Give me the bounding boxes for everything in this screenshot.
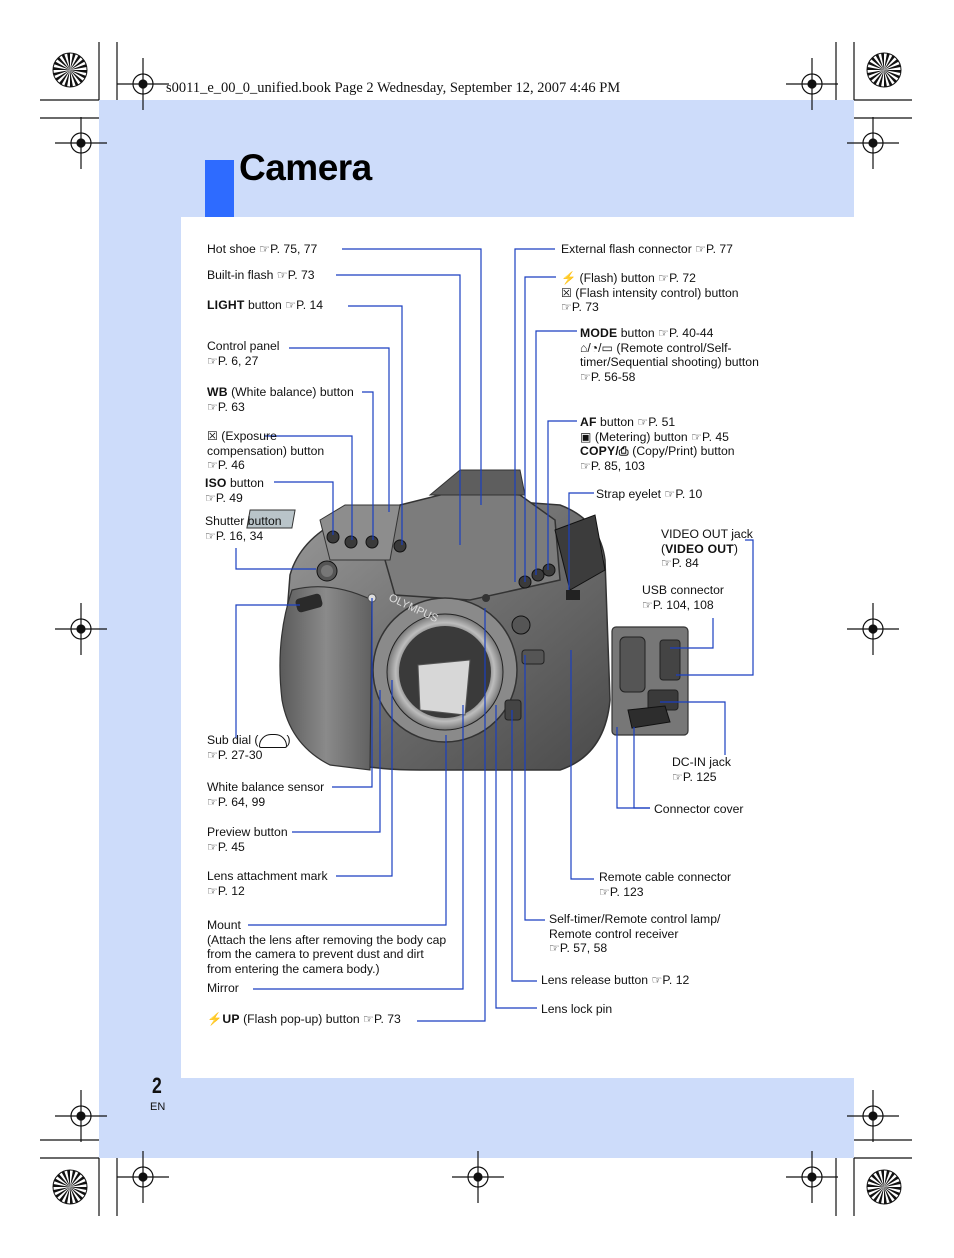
label-ext-flash: External flash connector ☞P. 77 — [561, 242, 733, 256]
bottom-band — [99, 1078, 854, 1158]
label-af-button: AF button ☞P. 51▣ (Metering) button ☞P. … — [580, 415, 735, 473]
label-lens-lock-pin: Lens lock pin — [541, 1002, 613, 1016]
title-accent-bar — [205, 160, 234, 217]
label-light-button: LIGHT button ☞P. 14 — [207, 298, 324, 312]
label-flash-button: ⚡ (Flash) button ☞P. 72☒ (Flash intensit… — [561, 271, 739, 315]
label-remote-cable: Remote cable connector☞P. 123 — [599, 870, 732, 899]
label-usb-connector: USB connector☞P. 104, 108 — [642, 583, 724, 612]
label-wb-button: WB (White balance) button☞P. 63 — [207, 385, 354, 414]
starburst-mark — [52, 1169, 88, 1205]
label-connector-cover: Connector cover — [654, 802, 744, 816]
language-code: EN — [150, 1101, 166, 1113]
label-mode-button: MODE button ☞P. 40-44⌂/◔/▭ (Remote contr… — [580, 326, 759, 384]
running-head: s0011_e_00_0_unified.book Page 2 Wednesd… — [166, 80, 621, 96]
label-self-timer-lamp: Self-timer/Remote control lamp/Remote co… — [549, 912, 721, 956]
label-preview-button: Preview button☞P. 45 — [207, 825, 288, 854]
label-flash-up-button: ⚡UP (Flash pop-up) button ☞P. 73 — [207, 1012, 401, 1026]
left-band — [99, 217, 181, 1158]
starburst-mark — [866, 1169, 902, 1205]
label-shutter-button: Shutter button☞P. 16, 34 — [205, 514, 282, 543]
page-number: 2 — [152, 1073, 162, 1098]
label-lens-release: Lens release button ☞P. 12 — [541, 973, 690, 987]
starburst-mark — [866, 52, 902, 88]
label-dc-in: DC-IN jack☞P. 125 — [672, 755, 731, 784]
label-wb-sensor: White balance sensor☞P. 64, 99 — [207, 780, 325, 809]
label-sub-dial: Sub dial ()☞P. 27-30 — [207, 733, 291, 762]
label-mount: Mount(Attach the lens after removing the… — [207, 918, 447, 976]
starburst-mark — [52, 52, 88, 88]
page-title: Camera — [239, 147, 372, 188]
label-mirror: Mirror — [207, 981, 239, 995]
sub-dial-icon — [258, 733, 287, 748]
label-control-panel: Control panel☞P. 6, 27 — [207, 339, 280, 368]
label-hot-shoe: Hot shoe ☞P. 75, 77 — [207, 242, 318, 256]
label-built-in-flash: Built-in flash ☞P. 73 — [207, 268, 315, 282]
label-strap-eyelet: Strap eyelet ☞P. 10 — [596, 487, 703, 501]
label-video-out: VIDEO OUT jack(VIDEO OUT)☞P. 84 — [661, 527, 753, 571]
label-iso-button: ISO button☞P. 49 — [205, 476, 264, 505]
label-lens-attachment-mark: Lens attachment mark☞P. 12 — [207, 869, 328, 898]
